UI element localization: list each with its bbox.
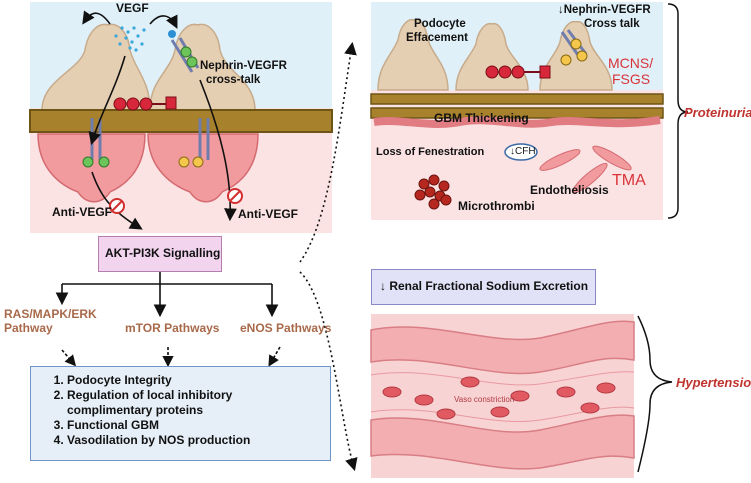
outcome-text: Regulation of local inhibitory bbox=[67, 388, 233, 402]
proteinuria-panel bbox=[370, 2, 664, 220]
vegf-molecules-icon bbox=[114, 26, 146, 52]
endotheliosis-label: Endotheliosis bbox=[530, 183, 609, 197]
podocyte-label: Podocyte bbox=[414, 18, 466, 30]
loss-fenestration-label: Loss of Fenestration bbox=[376, 146, 485, 158]
fsgs-label: FSGS bbox=[612, 71, 651, 87]
microthrombi-icon bbox=[414, 174, 452, 210]
anti-vegf-right-label: Anti-VEGF bbox=[238, 207, 298, 221]
nephrin-chain bbox=[113, 96, 177, 111]
endothelial-cell-right bbox=[147, 133, 259, 203]
hypertension-bracket bbox=[637, 315, 673, 473]
signalling-tree bbox=[55, 272, 281, 368]
mcns-label: MCNS/ bbox=[608, 55, 654, 71]
ras-mapk-label: RAS/MAPK/ERK bbox=[4, 307, 97, 321]
gbm-thickening-label: GBM Thickening bbox=[434, 111, 529, 125]
crosstalk-label-2: Cross talk bbox=[584, 18, 640, 30]
glomerular-filtration-panel bbox=[29, 2, 333, 233]
ras-mapk-label-2: Pathway bbox=[4, 321, 53, 335]
proteinuria-bracket bbox=[667, 3, 689, 219]
cfh-icon bbox=[504, 143, 538, 161]
gbm-bar bbox=[29, 109, 333, 133]
outcomes-list: Podocyte Integrity Regulation of local i… bbox=[45, 373, 324, 448]
endothelial-cell-left bbox=[37, 133, 146, 203]
inhibit-icon-left bbox=[109, 198, 125, 214]
effacement-label: Effacement bbox=[406, 32, 468, 44]
outcome-item: Regulation of local inhibitorycompliment… bbox=[67, 388, 324, 418]
vegf-receptor-right bbox=[178, 118, 210, 168]
sodium-excretion-box: ↓ Renal Fractional Sodium Excretion bbox=[371, 269, 596, 305]
outcome-text-cont: complimentary proteins bbox=[67, 403, 204, 417]
nephrin-vegfr-label-2: cross-talk bbox=[206, 74, 261, 86]
akt-pi3k-box: AKT-PI3K Signalling bbox=[98, 236, 222, 272]
vaso-constriction-label: Vaso constriction bbox=[454, 395, 515, 404]
outcome-item: Podocyte Integrity bbox=[67, 373, 324, 388]
proteinuria-label: Proteinuria bbox=[684, 105, 751, 120]
podocyte-left bbox=[41, 23, 151, 111]
anti-vegf-left-label: Anti-VEGF bbox=[52, 205, 112, 219]
outcome-item: Vasodilation by NOS production bbox=[67, 433, 324, 448]
cfh-label: ↓CFH bbox=[510, 146, 536, 157]
vasoconstriction-vessel bbox=[370, 314, 635, 478]
dotted-connectors bbox=[299, 41, 358, 472]
microthrombi-label: Microthrombi bbox=[458, 199, 535, 213]
hypertension-label: Hypertension bbox=[676, 375, 751, 390]
nephrin-crosstalk-label: ↓Nephrin-VEGFR bbox=[558, 4, 651, 16]
akt-pi3k-label: AKT-PI3K Signalling bbox=[105, 246, 221, 260]
sodium-excretion-label: ↓ Renal Fractional Sodium Excretion bbox=[380, 279, 589, 293]
nephrin-vegfr-label: Nephrin-VEGFR bbox=[200, 60, 287, 72]
tma-label: TMA bbox=[612, 172, 646, 189]
enos-label: eNOS Pathways bbox=[240, 321, 332, 335]
outcome-item: Functional GBM bbox=[67, 418, 324, 433]
inhibit-icon-right bbox=[227, 188, 243, 204]
mtor-label: mTOR Pathways bbox=[125, 321, 220, 335]
nephrin-vegfr-receptor bbox=[168, 30, 200, 73]
outcomes-box: Podocyte Integrity Regulation of local i… bbox=[30, 366, 331, 461]
vegf-label: VEGF bbox=[116, 1, 149, 15]
